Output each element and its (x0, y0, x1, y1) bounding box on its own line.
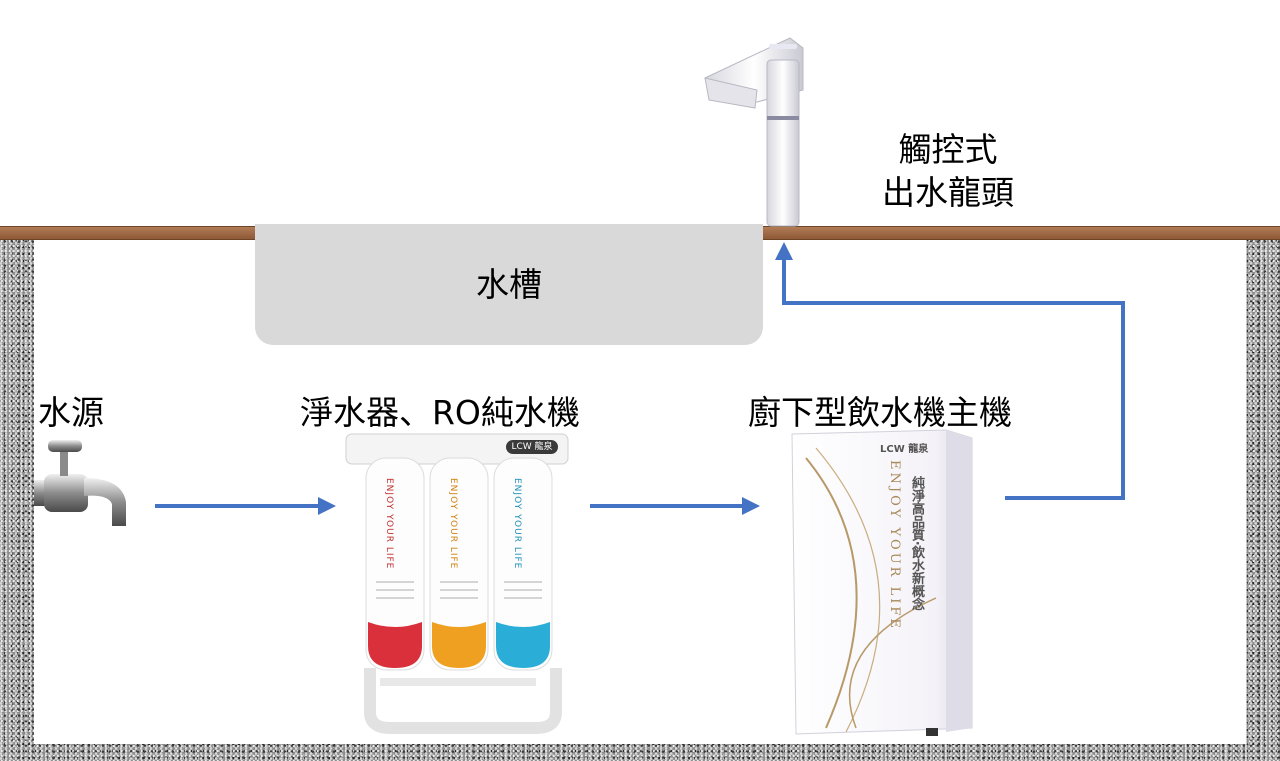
main-unit-illustration (791, 429, 973, 736)
main-unit-label: 廚下型飲水機主機 (748, 393, 1012, 432)
purifier-label: 淨水器、RO純水機 (300, 393, 580, 432)
sink: 水槽 (255, 224, 763, 345)
faucet-label: 觸控式 出水龍頭 (866, 128, 1030, 214)
ro-purifier-illustration (345, 433, 569, 734)
main-unit-slogan-en: ENJOY YOUR LIFE (887, 460, 902, 631)
faucet-label-line2: 出水龍頭 (882, 173, 1014, 212)
filter-red (365, 457, 425, 671)
faucet-label-line1: 觸控式 (898, 130, 998, 169)
water-source-label: 水源 (38, 393, 104, 432)
filter-orange-slogan: ENJOY YOUR LIFE (448, 478, 458, 570)
filter-orange (429, 457, 489, 671)
main-unit-slogan-zh: 純淨高品質‧飲水新概念 (909, 476, 924, 611)
water-tap-icon (34, 440, 126, 526)
purifier-brand-badge: LCW 龍泉 (511, 442, 553, 452)
touch-faucet-illustration (704, 37, 804, 227)
filter-blue (493, 457, 553, 671)
sink-label: 水槽 (476, 265, 542, 304)
main-unit-brand: LCW 龍泉 (880, 444, 929, 455)
filter-blue-slogan: ENJOY YOUR LIFE (512, 478, 522, 570)
arrow-unit-to-faucet (782, 258, 1125, 500)
filter-red-slogan: ENJOY YOUR LIFE (384, 478, 394, 570)
